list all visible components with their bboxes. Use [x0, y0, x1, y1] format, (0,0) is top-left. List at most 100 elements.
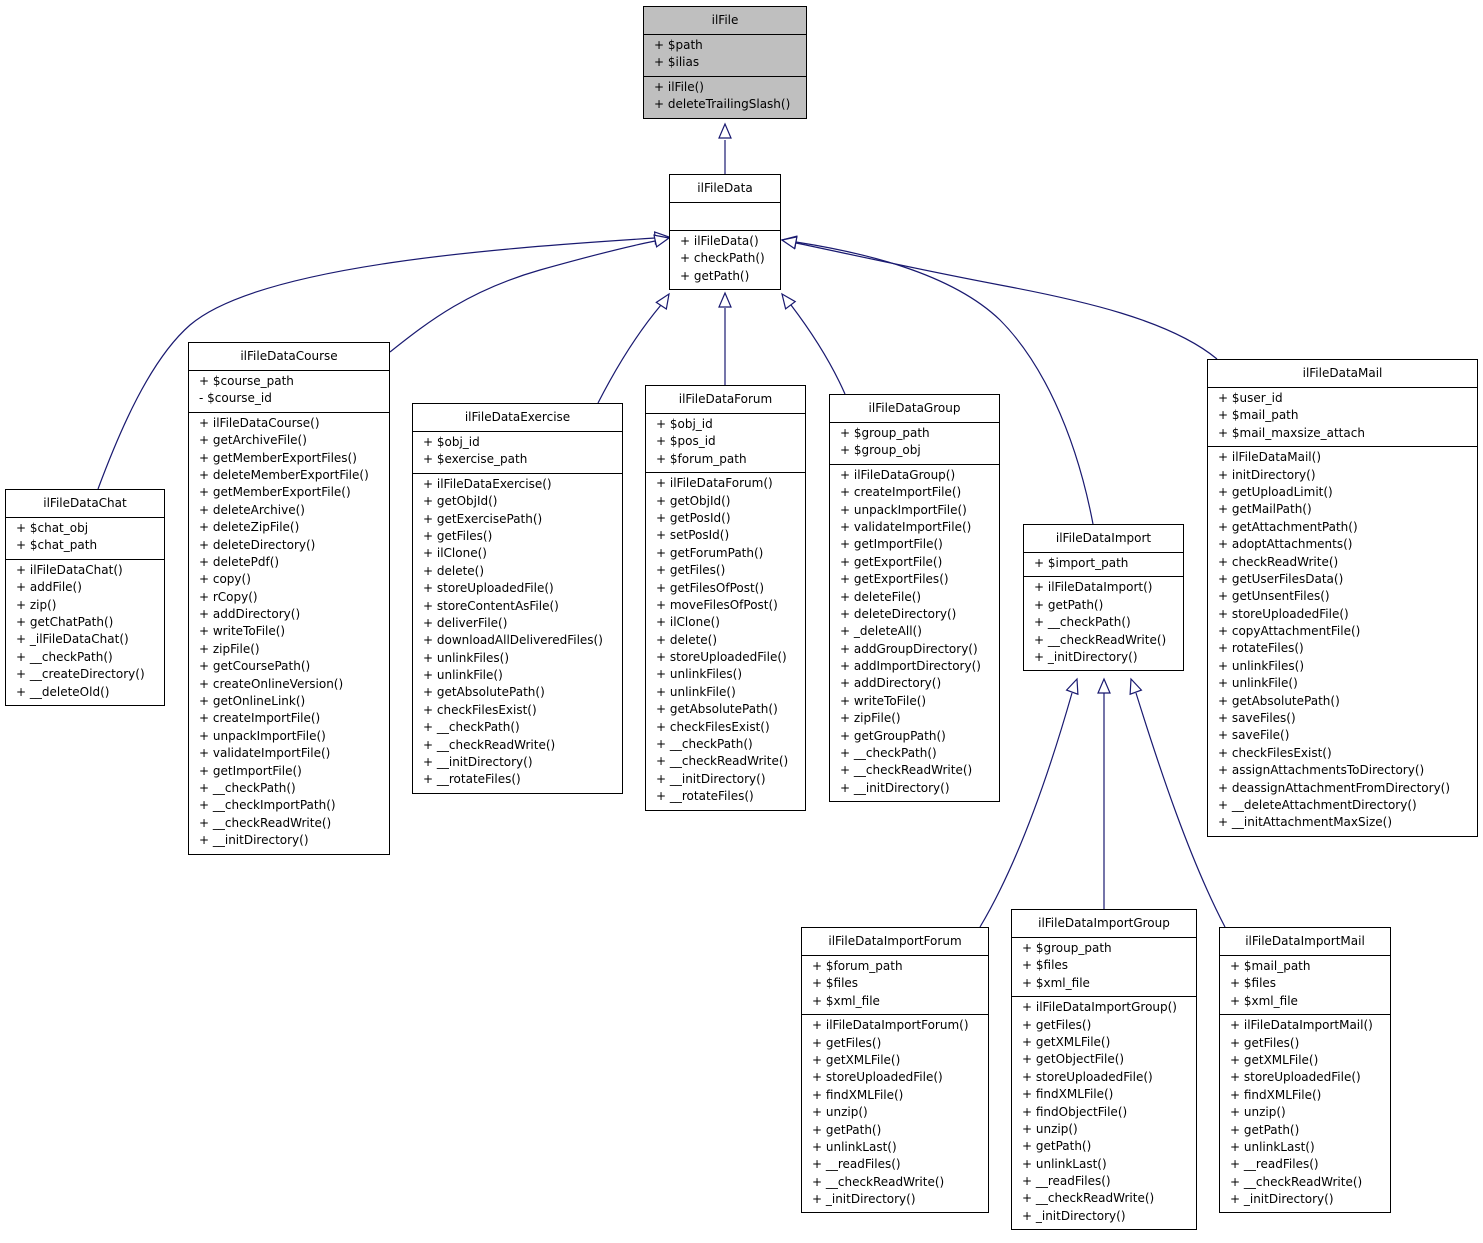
inheritance-arrowhead-ilFileDataImportMail — [1129, 677, 1143, 696]
class-box-ilFileDataImportForum[interactable]: ilFileDataImportForum+ $forum_path+ $fil… — [801, 927, 989, 1214]
method: + deassignAttachmentFromDirectory() — [1218, 780, 1451, 795]
inheritance-arrowhead-ilFileDataExercise — [655, 292, 670, 310]
method: + __checkReadWrite() — [1034, 632, 1167, 647]
method: + saveFile() — [1218, 728, 1290, 743]
method: + validateImportFile() — [199, 746, 331, 761]
method: + __checkPath() — [16, 649, 113, 664]
methods-section: + ilFileDataExercise()+ getObjId()+ getE… — [413, 474, 622, 793]
method: + getOnlineLink() — [199, 694, 306, 709]
method: + __initDirectory() — [199, 833, 309, 848]
inheritance-line-ilFileDataImport — [795, 241, 1094, 525]
method: + getAbsolutePath() — [1218, 693, 1340, 708]
method: + checkReadWrite() — [1218, 554, 1339, 569]
method: + __checkPath() — [199, 780, 296, 795]
inheritance-arrowhead-ilFileData — [718, 122, 732, 139]
method: + getUserFilesData() — [1218, 571, 1344, 586]
method: + __checkImportPath() — [199, 798, 336, 813]
method: + __readFiles() — [1230, 1157, 1319, 1172]
method: + addFile() — [16, 580, 82, 595]
class-box-ilFileDataCourse[interactable]: ilFileDataCourse+ $course_path- $course_… — [188, 342, 390, 855]
method: + zip() — [16, 597, 57, 612]
class-box-ilFileDataImportMail[interactable]: ilFileDataImportMail+ $mail_path+ $files… — [1219, 927, 1391, 1214]
attributes-section: + $obj_id+ $exercise_path — [413, 432, 622, 474]
method: + getUploadLimit() — [1218, 484, 1333, 499]
method: + __initDirectory() — [840, 780, 950, 795]
method: + getFiles() — [423, 528, 493, 543]
attributes-section: + $obj_id+ $pos_id+ $forum_path — [646, 414, 805, 474]
class-box-ilFileDataMail[interactable]: ilFileDataMail+ $user_id+ $mail_path+ $m… — [1207, 359, 1478, 837]
method: + getFiles() — [656, 563, 726, 578]
method: + unpackImportFile() — [199, 728, 326, 743]
attributes-section: + $import_path — [1024, 553, 1183, 578]
method: + __initAttachmentMaxSize() — [1218, 815, 1392, 830]
attribute: + $xml_file — [1022, 975, 1090, 990]
method: + storeUploadedFile() — [1218, 606, 1349, 621]
method: + getPath() — [1022, 1139, 1092, 1154]
class-box-ilFileDataGroup[interactable]: ilFileDataGroup+ $group_path+ $group_obj… — [829, 394, 1000, 803]
method: + findXMLFile() — [812, 1087, 904, 1102]
attributes-section: + $forum_path+ $files+ $xml_file — [802, 956, 988, 1016]
class-box-ilFileDataImportGroup[interactable]: ilFileDataImportGroup+ $group_path+ $fil… — [1011, 909, 1197, 1231]
method: + getFilesOfPost() — [656, 580, 765, 595]
class-box-ilFileDataImport[interactable]: ilFileDataImport + $import_path + ilFileDa… — [1023, 524, 1184, 672]
method: + __checkReadWrite() — [199, 815, 332, 830]
class-name: ilFileDataImport — [1024, 525, 1183, 553]
method: + unzip() — [812, 1105, 868, 1120]
method: + __checkPath() — [656, 737, 753, 752]
method: + deliverFile() — [423, 615, 508, 630]
method: + getGroupPath() — [840, 728, 946, 743]
attribute: + $import_path — [1034, 556, 1129, 570]
method: + getImportFile() — [840, 537, 943, 552]
inheritance-arrowhead-ilFileDataImportGroup — [1097, 677, 1111, 694]
method: + checkFilesExist() — [423, 702, 537, 717]
methods-section: + ilFileDataImport()+ getPath()+ __check… — [1024, 577, 1183, 670]
attribute: + $user_id — [1218, 391, 1283, 405]
class-name: ilFile — [644, 7, 806, 35]
attribute: + $forum_path — [812, 959, 903, 973]
method: + getFiles() — [1022, 1017, 1092, 1032]
method: + ilClone() — [423, 546, 487, 561]
class-box-ilFileData[interactable]: ilFileData+ ilFileData()+ checkPath()+ g… — [669, 174, 781, 291]
inheritance-line-ilFileDataImportForum — [979, 692, 1073, 928]
attributes-section — [670, 203, 780, 231]
inheritance-line-ilFileDataExercise — [597, 304, 662, 404]
class-box-ilFileDataChat[interactable]: ilFileDataChat+ $chat_obj+ $chat_path+ i… — [5, 489, 165, 706]
method: + __checkReadWrite() — [1230, 1174, 1363, 1189]
method: + adoptAttachments() — [1218, 537, 1353, 552]
attributes-section: + $group_path+ $files+ $xml_file — [1012, 938, 1196, 998]
method: + getPosId() — [656, 510, 731, 525]
method: + initDirectory() — [1218, 467, 1316, 482]
method: + getFiles() — [1230, 1035, 1300, 1050]
method: + deleteTrailingSlash() — [654, 97, 791, 112]
method: + __checkReadWrite() — [1022, 1191, 1155, 1206]
method: + __checkReadWrite() — [656, 754, 789, 769]
attribute: + $course_path — [199, 374, 294, 388]
attribute: + $obj_id — [423, 435, 480, 449]
method: + ilFileDataForum() — [656, 476, 773, 491]
method: + _initDirectory() — [1022, 1208, 1126, 1223]
method: + __checkReadWrite() — [423, 737, 556, 752]
attributes-section: + $user_id+ $mail_path+ $mail_maxsize_at… — [1208, 388, 1477, 448]
method: + getExportFiles() — [840, 572, 949, 587]
method: + getMailPath() — [1218, 502, 1312, 517]
method: + unlinkFiles() — [1218, 658, 1304, 673]
method: + __deleteOld() — [16, 684, 110, 699]
attributes-section: + $course_path- $course_id — [189, 371, 389, 413]
method: + unlinkFiles() — [656, 667, 742, 682]
inheritance-arrowhead-ilFileDataForum — [718, 291, 732, 308]
method: + saveFiles() — [1218, 711, 1296, 726]
method: + getObjId() — [656, 493, 731, 508]
method: + moveFilesOfPost() — [656, 597, 778, 612]
class-box-ilFile[interactable]: ilFile+ $path+ $ilias+ ilFile()+ deleteT… — [643, 6, 807, 119]
method: + ilFileDataCourse() — [199, 415, 320, 430]
class-box-ilFileDataExercise[interactable]: ilFileDataExercise+ $obj_id+ $exercise_p… — [412, 403, 623, 794]
method: + getAbsolutePath() — [423, 685, 545, 700]
method: + ilClone() — [656, 615, 720, 630]
method: + unlinkLast() — [812, 1139, 897, 1154]
attributes-section: + $path+ $ilias — [644, 35, 806, 77]
method: + unzip() — [1022, 1121, 1078, 1136]
method: + ilFileDataExercise() — [423, 476, 552, 491]
class-box-ilFileDataForum[interactable]: ilFileDataForum+ $obj_id+ $pos_id+ $foru… — [645, 385, 806, 811]
class-name: ilFileData — [670, 175, 780, 203]
